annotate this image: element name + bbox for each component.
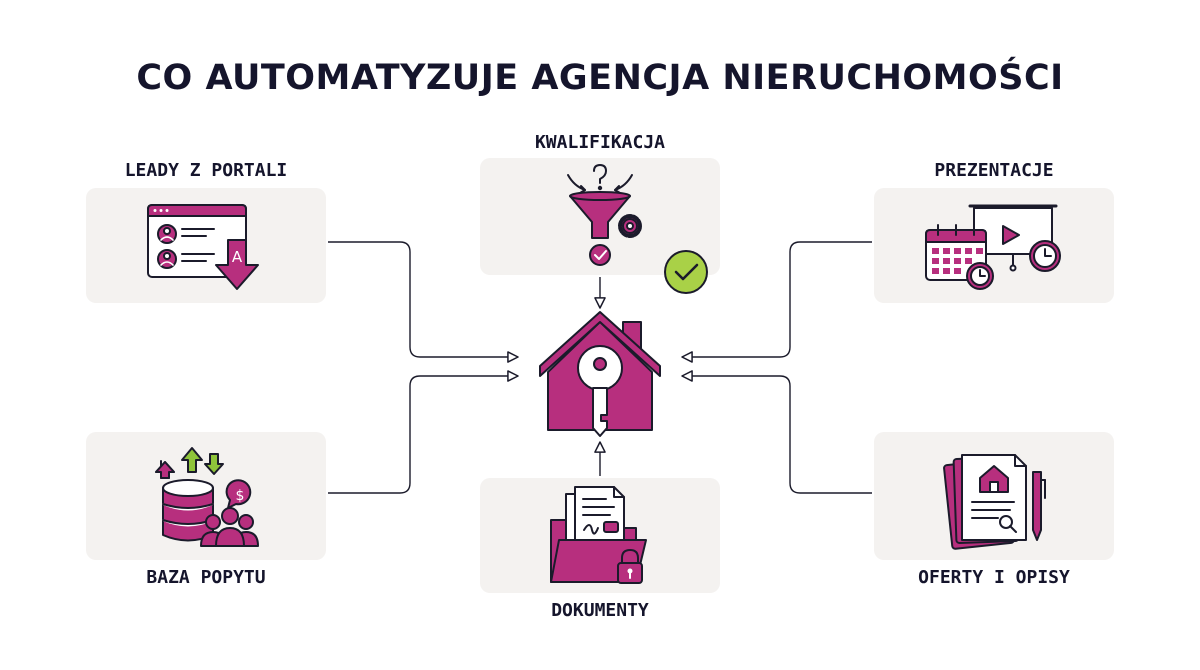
node-label-dokumenty: DOKUMENTY xyxy=(551,600,649,621)
svg-text:A: A xyxy=(232,248,243,266)
svg-text:$: $ xyxy=(236,488,245,504)
calendar-presentation-icon xyxy=(925,204,1061,290)
node-label-oferty: OFERTY I OPISY xyxy=(918,567,1070,588)
connector-baza xyxy=(328,370,519,494)
node-label-prezentacje: PREZENTACJE xyxy=(934,160,1054,181)
node-label-kwalifikacja: KWALIFIKACJA xyxy=(534,132,666,153)
node-label-baza: BAZA POPYTU xyxy=(146,567,266,588)
connector-prezentacje xyxy=(681,241,872,363)
folder-lock-icon xyxy=(550,486,647,584)
funnel-gear-icon xyxy=(567,164,642,266)
check-circle-icon xyxy=(664,250,708,294)
connector-leady xyxy=(328,241,519,363)
node-label-leady: LEADY Z PORTALI xyxy=(124,160,288,181)
browser-leads-icon: A xyxy=(147,204,259,290)
house-key-icon xyxy=(539,311,661,437)
connector-oferty xyxy=(681,370,872,494)
page-title: CO AUTOMATYZUJE AGENCJA NIERUCHOMOŚCI xyxy=(136,58,1064,98)
database-people-icon: $ xyxy=(155,447,259,547)
listing-documents-icon xyxy=(943,454,1046,550)
